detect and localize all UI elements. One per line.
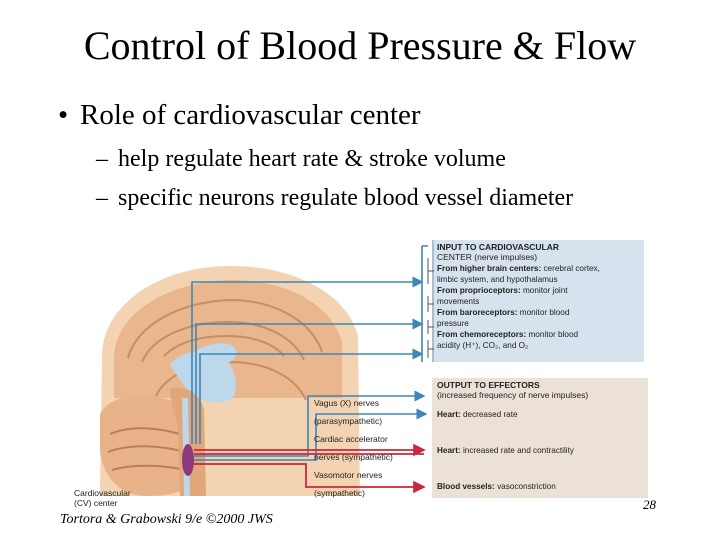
bullet-dot: • [58, 99, 69, 131]
input-line: acidity (H⁺), CO₂, and O₂ [437, 341, 528, 350]
vasomotor-label-line1: Vasomotor nerves [314, 470, 382, 480]
effect-heart-increased: Heart: increased rate and contractility [437, 446, 575, 455]
output-panel-box [432, 378, 648, 498]
input-line: limbic system, and hypothalamus [437, 275, 558, 284]
cv-center-marker [182, 444, 194, 476]
nerve-labels: Vagus (X) nerves (parasympathetic) Cardi… [314, 398, 393, 498]
input-line: From proprioceptors: monitor joint [437, 286, 568, 295]
input-line: From chemoreceptors: monitor blood [437, 330, 579, 339]
input-line: movements [437, 297, 479, 306]
subbullet-text: specific neurons regulate blood vessel d… [118, 185, 574, 211]
input-arrow-upper [191, 276, 424, 444]
input-arrows [191, 245, 428, 444]
input-line: From higher brain centers: cerebral cort… [437, 264, 600, 273]
input-heading-line2: CENTER (nerve impulses) [437, 252, 537, 262]
output-panel: OUTPUT TO EFFECTORS (increased frequency… [432, 378, 648, 498]
input-panel: INPUT TO CARDIOVASCULAR CENTER (nerve im… [432, 240, 644, 362]
input-line: From baroreceptors: monitor blood [437, 308, 570, 317]
input-heading-line1: INPUT TO CARDIOVASCULAR [437, 242, 559, 252]
cardiac-label-line2: nerves (sympathetic) [314, 452, 393, 462]
dash-marker: – [96, 146, 108, 172]
cardiac-label-line1: Cardiac accelerator [314, 434, 388, 444]
effect-heart-decreased: Heart: decreased rate [437, 410, 518, 419]
vagus-nerve-line [194, 390, 426, 457]
cardiovascular-center-figure: INPUT TO CARDIOVASCULAR CENTER (nerve im… [74, 240, 648, 508]
output-nerves [194, 390, 428, 494]
bullet-cardiovascular-center: • Role of cardiovascular center [58, 98, 421, 132]
input-line: pressure [437, 319, 469, 328]
page-number: 28 [643, 497, 656, 512]
subbullet-heart-rate: –help regulate heart rate & stroke volum… [96, 145, 506, 173]
subbullet-text: help regulate heart rate & stroke volume [118, 146, 506, 172]
output-heading-line2: (increased frequency of nerve impulses) [437, 390, 588, 400]
input-arrow-middle [195, 318, 424, 444]
input-panel-box [432, 240, 644, 362]
cv-center-label-line2: (CV) center [74, 498, 118, 508]
effect-vasoconstriction: Blood vessels: vasoconstriction [437, 482, 556, 491]
input-arrow-lower [199, 348, 424, 444]
figure-credit: Tortora & Grabowski 9/e ©2000 JWS [60, 512, 273, 527]
vagus-nerve-to-heart [194, 408, 428, 461]
dash-marker: – [96, 185, 108, 211]
bullet-text: Role of cardiovascular center [80, 99, 421, 131]
slide-title: Control of Blood Pressure & Flow [83, 23, 637, 68]
vagus-label-line2: (parasympathetic) [314, 416, 382, 426]
vasomotor-nerve-line [194, 463, 426, 494]
vasomotor-label-line2: (sympathetic) [314, 488, 365, 498]
input-brackets [427, 258, 434, 358]
subbullet-vessel-diameter: –specific neurons regulate blood vessel … [96, 184, 573, 212]
vagus-label-line1: Vagus (X) nerves [314, 398, 379, 408]
cv-center-label-line1: Cardiovascular [74, 488, 131, 498]
output-heading-line1: OUTPUT TO EFFECTORS [437, 380, 540, 390]
